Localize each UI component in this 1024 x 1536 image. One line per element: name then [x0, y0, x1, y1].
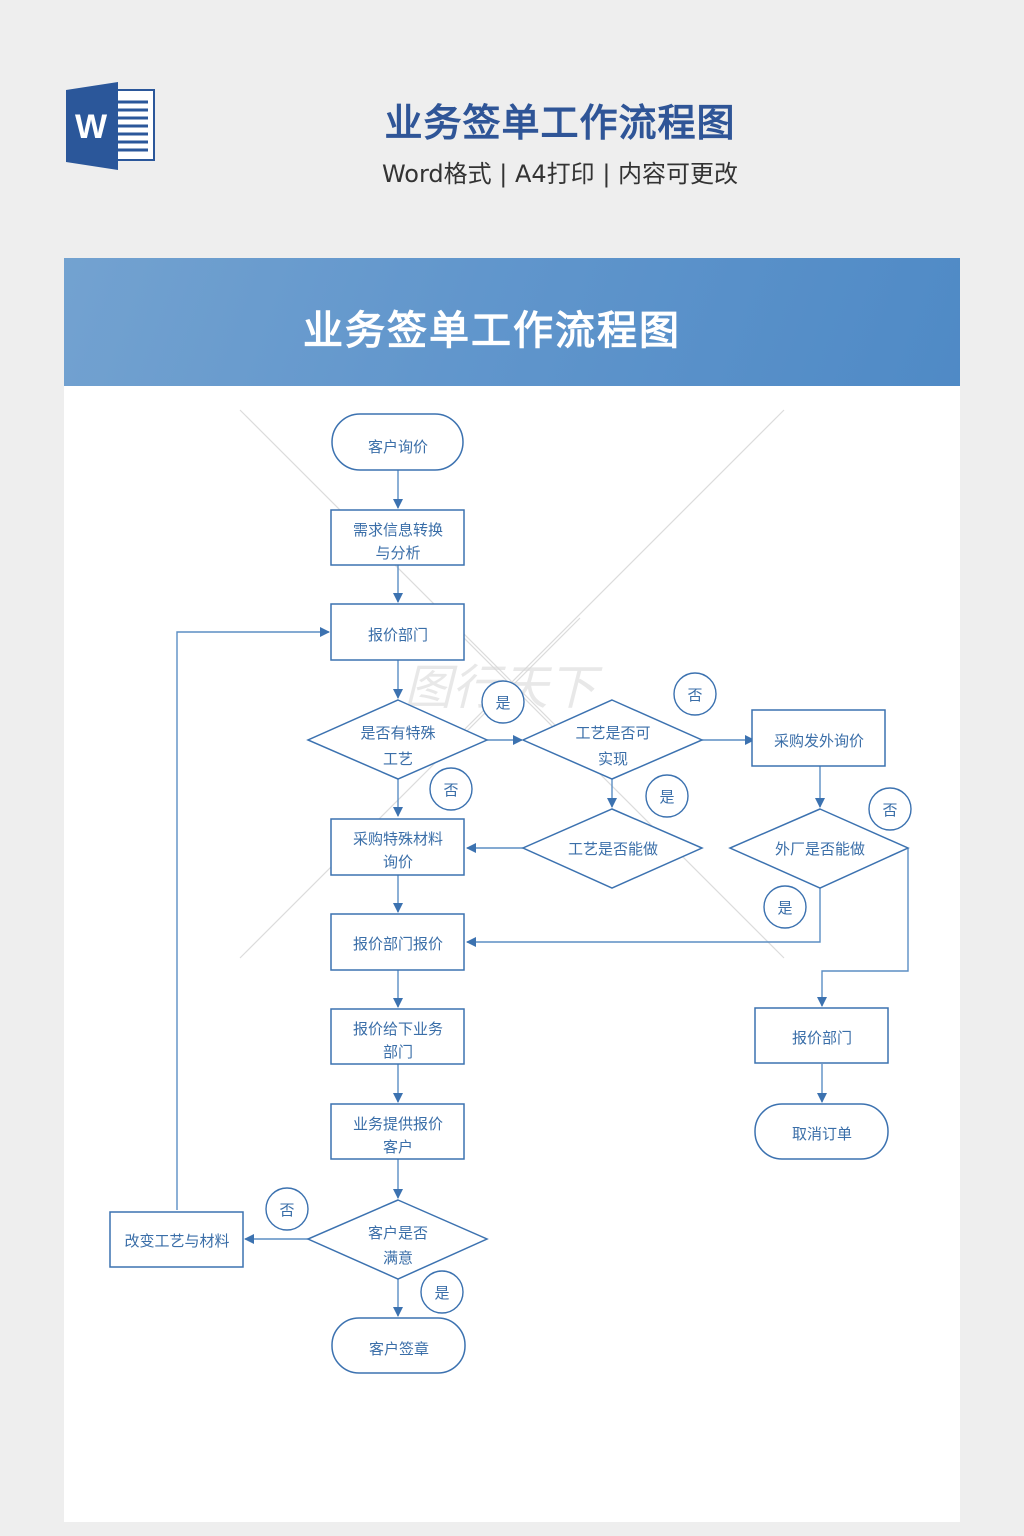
- svg-text:需求信息转换: 需求信息转换: [353, 521, 443, 539]
- node-craft-doable: 工艺是否能做: [521, 808, 704, 889]
- svg-text:客户: 客户: [383, 1138, 413, 1156]
- badge-no-factory: 否: [868, 787, 912, 831]
- node-satisfied: 客户是否 满意: [306, 1199, 489, 1280]
- svg-text:是: 是: [434, 1284, 449, 1302]
- node-quote-dept: 报价部门: [330, 603, 465, 661]
- svg-text:取消订单: 取消订单: [792, 1125, 852, 1143]
- svg-text:采购特殊材料: 采购特殊材料: [353, 830, 443, 848]
- svg-text:客户是否: 客户是否: [368, 1224, 428, 1242]
- node-convert: 需求信息转换 与分析: [330, 509, 465, 566]
- svg-text:否: 否: [279, 1201, 294, 1219]
- document-card: 业务签单工作流程图 图行天下: [64, 258, 960, 1522]
- page-title: 业务签单工作流程图: [384, 101, 736, 145]
- node-quote-dept-2: 报价部门: [754, 1007, 889, 1064]
- badge-yes-factory: 是: [763, 885, 807, 929]
- node-dept-quote: 报价部门报价: [330, 913, 465, 971]
- edge-factory-no-cancel: [817, 848, 909, 1007]
- svg-text:客户签章: 客户签章: [369, 1340, 429, 1358]
- edge-change-loop: [176, 627, 330, 1210]
- node-outsource-inquiry: 采购发外询价: [751, 709, 886, 767]
- svg-text:工艺: 工艺: [383, 750, 413, 768]
- svg-text:外厂是否能做: 外厂是否能做: [775, 840, 865, 858]
- svg-text:W: W: [75, 108, 108, 146]
- node-start: 客户询价: [331, 413, 464, 471]
- node-craft-feasible: 工艺是否可 实现: [521, 699, 704, 780]
- svg-text:否: 否: [443, 781, 458, 799]
- svg-text:工艺是否可: 工艺是否可: [575, 724, 650, 742]
- banner-title: 业务签单工作流程图: [303, 308, 681, 354]
- node-to-sales: 报价给下业务 部门: [330, 1008, 465, 1065]
- badge-yes-feasible: 是: [645, 774, 689, 818]
- node-factory-doable: 外厂是否能做: [728, 808, 910, 889]
- badge-yes-satisfied: 是: [420, 1270, 464, 1314]
- svg-text:满意: 满意: [383, 1249, 413, 1267]
- page-subtitle: Word格式 | A4打印 | 内容可更改: [381, 160, 739, 188]
- node-cancel: 取消订单: [754, 1103, 889, 1160]
- badge-yes-special: 是: [481, 680, 525, 724]
- edge-factory-yes-quote: [466, 888, 821, 947]
- word-document-icon: W: [66, 82, 155, 170]
- node-special-craft: 是否有特殊 工艺: [306, 699, 489, 780]
- svg-text:报价部门: 报价部门: [368, 626, 428, 644]
- node-special-material: 采购特殊材料 询价: [330, 818, 465, 876]
- flowchart: 图行天下 客户询价: [109, 409, 912, 1374]
- svg-text:报价给下业务: 报价给下业务: [353, 1020, 443, 1038]
- svg-text:工艺是否能做: 工艺是否能做: [568, 840, 658, 858]
- svg-text:询价: 询价: [383, 853, 413, 871]
- edges: [176, 470, 909, 1317]
- svg-text:是: 是: [777, 899, 792, 917]
- node-sign: 客户签章: [331, 1317, 466, 1374]
- svg-text:否: 否: [687, 686, 702, 704]
- node-change: 改变工艺与材料: [109, 1211, 244, 1268]
- svg-text:采购发外询价: 采购发外询价: [774, 732, 864, 750]
- badge-no-satisfied: 否: [265, 1187, 309, 1231]
- svg-text:与分析: 与分析: [375, 544, 420, 562]
- svg-text:报价部门: 报价部门: [792, 1029, 852, 1047]
- svg-text:是否有特殊: 是否有特殊: [360, 724, 435, 742]
- svg-text:是: 是: [495, 694, 510, 712]
- node-to-customer: 业务提供报价 客户: [330, 1103, 465, 1160]
- svg-text:实现: 实现: [598, 750, 628, 768]
- banner: 业务签单工作流程图: [64, 258, 960, 386]
- badge-no-feasible: 否: [673, 672, 717, 716]
- svg-text:报价部门报价: 报价部门报价: [353, 935, 443, 953]
- svg-text:否: 否: [882, 801, 897, 819]
- badge-no-special: 否: [429, 767, 473, 811]
- svg-text:是: 是: [659, 788, 674, 806]
- svg-text:业务提供报价: 业务提供报价: [353, 1115, 443, 1133]
- svg-text:部门: 部门: [383, 1043, 413, 1061]
- svg-text:客户询价: 客户询价: [368, 438, 428, 456]
- svg-text:改变工艺与材料: 改变工艺与材料: [124, 1232, 229, 1250]
